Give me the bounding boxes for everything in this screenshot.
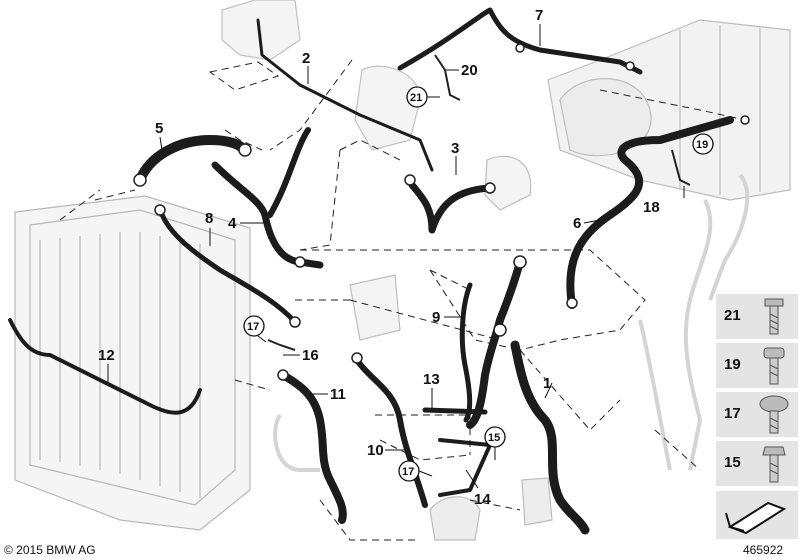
diagram-reference-number: 465922 xyxy=(743,543,784,557)
circled-callout-17b: 17 xyxy=(398,460,433,482)
callout-7: 7 xyxy=(535,7,543,24)
svg-text:17: 17 xyxy=(402,466,414,478)
callout-4: 4 xyxy=(228,215,237,232)
callout-12: 12 xyxy=(98,347,115,364)
callout-13: 13 xyxy=(423,371,440,388)
callout-1: 1 xyxy=(543,375,551,392)
hose-1 xyxy=(510,340,590,535)
circled-callout-15: 15 xyxy=(484,426,506,460)
flange-screw-icon xyxy=(759,395,789,434)
arrow-icon xyxy=(725,501,787,535)
hose-6 xyxy=(566,116,734,309)
callout-5: 5 xyxy=(155,120,163,137)
callout-2: 2 xyxy=(302,50,310,67)
circled-callouts: 21 19 17 15 17 xyxy=(243,86,714,482)
legend-number: 21 xyxy=(724,307,741,324)
callout-16: 16 xyxy=(302,347,319,364)
callout-20: 20 xyxy=(461,62,478,79)
callout-9: 9 xyxy=(432,309,440,326)
hose-9 xyxy=(466,258,524,429)
circled-callout-17a: 17 xyxy=(243,315,267,343)
ghost-pipes xyxy=(273,173,750,472)
legend-item-15: 15 xyxy=(716,441,798,486)
callout-10: 10 xyxy=(367,442,384,459)
legend-number: 15 xyxy=(724,454,741,471)
legend-number: 17 xyxy=(724,405,741,422)
legend-item-17: 17 xyxy=(716,392,798,437)
hose-8 xyxy=(157,205,298,325)
hose-2 xyxy=(256,18,434,172)
circled-callout-21: 21 xyxy=(406,86,440,108)
fastener-legend: 21 19 17 15 xyxy=(716,294,798,544)
callout-11: 11 xyxy=(330,386,346,403)
expansion-tank xyxy=(349,155,532,341)
svg-text:21: 21 xyxy=(410,92,422,104)
hose-5 xyxy=(135,135,250,185)
hose-4-branch xyxy=(267,127,311,218)
hex-bolt-icon xyxy=(762,446,786,483)
hose-10 xyxy=(354,357,428,508)
navigation-arrow-box[interactable] xyxy=(716,491,798,539)
torx-bolt-icon xyxy=(763,347,785,385)
callout-14: 14 xyxy=(474,491,491,508)
pump-unit xyxy=(429,477,553,541)
small-brackets xyxy=(267,54,691,351)
circled-callout-19: 19 xyxy=(692,133,714,155)
hose-9b xyxy=(459,282,473,423)
hose-3 xyxy=(408,181,494,234)
svg-text:17: 17 xyxy=(247,321,259,333)
hose-7 xyxy=(397,7,643,75)
svg-text:15: 15 xyxy=(488,432,500,444)
bracket-14 xyxy=(438,438,492,497)
callouts: 1 2 3 4 5 6 7 8 9 10 11 12 13 14 16 18 2… xyxy=(98,7,685,508)
reservoir-upper xyxy=(221,0,421,151)
callout-8: 8 xyxy=(205,210,213,227)
hose-12 xyxy=(8,318,202,415)
legend-number: 19 xyxy=(724,356,741,373)
bolt-icon xyxy=(764,298,784,335)
hose-11 xyxy=(279,371,347,524)
callout-3: 3 xyxy=(451,140,459,157)
radiator-assembly xyxy=(14,195,251,531)
legend-item-19: 19 xyxy=(716,343,798,388)
callout-6: 6 xyxy=(573,215,581,232)
pipe-13 xyxy=(422,407,488,415)
legend-item-21: 21 xyxy=(716,294,798,339)
hose-4 xyxy=(211,161,324,269)
callout-18: 18 xyxy=(643,199,660,216)
clamps xyxy=(133,43,750,381)
svg-text:19: 19 xyxy=(696,139,708,151)
copyright-text: © 2015 BMW AG xyxy=(4,543,96,557)
transmission xyxy=(547,19,791,201)
